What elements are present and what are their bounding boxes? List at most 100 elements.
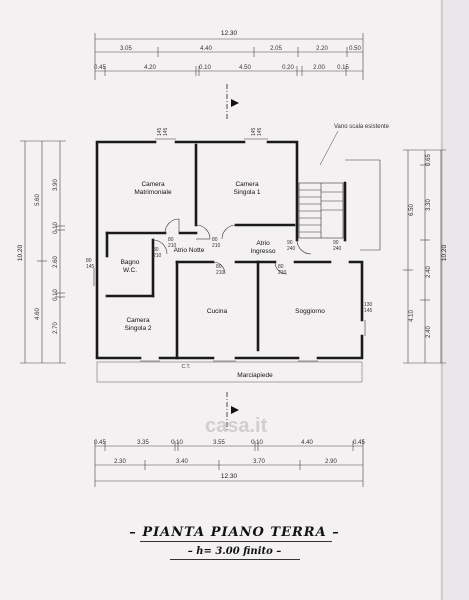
left-dim-3: 3.90 [53,179,59,191]
right-total-dimension: 10.20 [441,244,448,261]
bottom-dim-10: 3.70 [253,459,265,465]
page-edge-shadow [440,0,469,600]
right-dimensions [403,149,446,364]
opening-13: 80 [216,264,222,270]
opening-19: 130 [364,302,373,308]
top-dim-11: 2.00 [313,65,325,71]
left-total-dimension: 10.20 [17,244,24,261]
subtitle-underline [170,559,300,560]
top-dim-9: 4.50 [239,65,251,71]
room-label-camera-singola-2b: Singola 2 [124,325,151,332]
top-dim-6: 0.45 [94,65,106,71]
bottom-dim-8: 2.30 [114,459,126,465]
sidewalk-outline [96,361,363,383]
section-marker-top [226,84,239,120]
top-dim-7: 4.20 [144,65,156,71]
left-dim-1: 5.60 [35,194,41,206]
watermark-text: casa.it [205,415,268,437]
opening-12: 240 [333,246,342,252]
stair-label: Vano scala esistente [334,124,390,130]
opening-10: 240 [287,246,296,252]
left-dim-7: 2.70 [53,322,59,334]
opening-7: 80 [153,247,159,253]
opening-6: 210 [212,243,221,249]
right-dim-6: 2.40 [426,326,432,338]
room-label-atrio-ingresso-2: Ingresso [251,248,276,255]
opening-4: 210 [168,243,177,249]
section-marker-bottom [226,392,239,430]
opening-20: 145 [364,308,373,314]
room-label-camera-matrimoniale-1: Camera [141,181,165,188]
opening-8: 210 [153,253,162,259]
bottom-dim-7: 0.45 [353,440,365,446]
opening-17: 80 [86,258,92,264]
opening-3: 80 [168,237,174,243]
title-underline [140,541,332,542]
opening-9: 90 [287,240,293,246]
drawing-subtitle-row: – h= 3.00 finito – [0,546,469,557]
top-dim-5: 0.50 [349,46,361,52]
bottom-dim-5: 0.10 [251,440,263,446]
top-dim-4: 2.20 [316,46,328,52]
top-dimensions [94,33,364,80]
top-dim-12: 0.15 [337,65,349,71]
stair-leader-line [319,130,339,166]
stair [298,159,381,251]
opening-1: 145 [157,127,163,136]
left-dimensions [20,140,66,364]
opening-2: 145 [163,127,169,136]
left-dim-4: 0.10 [53,222,59,234]
bottom-dim-2: 3.35 [137,440,149,446]
opening-22: 145 [257,127,263,136]
top-dim-2: 4.40 [200,46,212,52]
bottom-dim-3: 0.10 [171,440,183,446]
opening-5: 80 [212,237,218,243]
bottom-dim-1: 0.45 [94,440,106,446]
subtitle-dash-right: – [276,546,282,557]
opening-15: 80 [278,264,284,270]
opening-21: 145 [251,127,257,136]
room-label-cucina: Cucina [207,308,228,315]
room-label-camera-matrimoniale-2: Matrimoniale [134,189,172,196]
bottom-dim-4: 3.55 [213,440,225,446]
right-dim-4: 3.30 [426,199,432,211]
room-label-ct: C.T. [182,364,191,370]
bottom-total-dimension: 12.30 [221,473,238,480]
top-dim-1: 3.05 [120,46,132,52]
walls [95,140,364,360]
subtitle-dash-left: – [187,546,193,557]
room-label-marciapiede: Marciapiede [237,372,273,379]
bottom-dim-9: 3.40 [176,459,188,465]
left-dim-2: 4.60 [35,308,41,320]
opening-annotations: 145 145 80 210 80 210 80 210 90 240 90 2… [86,127,373,314]
bottom-dim-11: 2.90 [325,459,337,465]
right-dim-2: 4.10 [409,310,415,322]
title-dash-right: – [332,525,340,540]
drawing-title-row: – PIANTA PIANO TERRA – [0,525,469,540]
room-label-camera-singola-2a: Camera [126,317,150,324]
opening-14: 210 [216,270,225,276]
room-label-camera-singola-1b: Singola 1 [233,189,260,196]
door-swings [152,218,312,275]
title-dash-left: – [129,525,137,540]
room-label-bagno-2: W.C. [123,267,137,274]
top-dim-3: 2.05 [270,46,282,52]
right-dim-1: 6.50 [409,204,415,216]
room-label-camera-singola-1a: Camera [235,181,259,188]
right-dim-3: 0.65 [426,154,432,166]
top-dim-10: 0.20 [282,65,294,71]
opening-16: 210 [278,270,287,276]
bottom-dimensions [94,440,364,487]
drawing-subtitle: h= 3.00 finito [196,546,273,557]
room-label-atrio-notte: Atrio Notte [174,247,205,254]
drawing-title: PIANTA PIANO TERRA [142,525,327,540]
top-total-dimension: 12.30 [221,30,238,37]
room-label-soggiorno: Soggiorno [295,308,325,315]
left-dim-5: 2.60 [53,256,59,268]
window-marks [93,138,366,362]
left-dim-6: 0.10 [53,289,59,301]
right-dim-5: 2.40 [426,266,432,278]
top-dim-8: 0.10 [199,65,211,71]
room-label-bagno-1: Bagno [121,259,140,266]
